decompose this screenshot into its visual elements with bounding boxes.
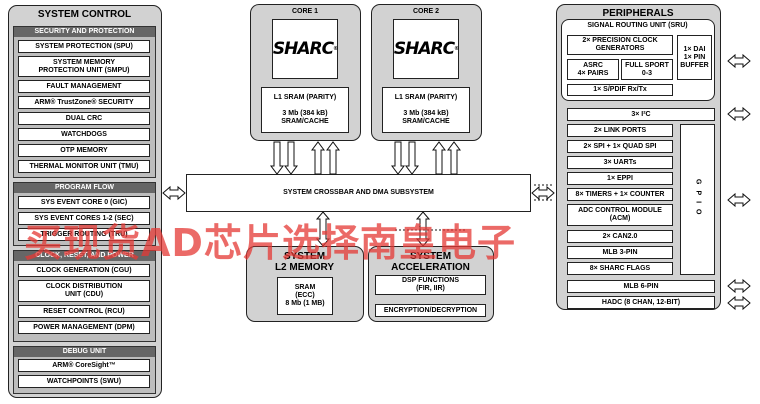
program-flow-header: PROGRAM FLOW — [14, 183, 155, 193]
core1-l1-sram: L1 SRAM (PARITY) 3 Mb (384 kB) SRAM/CACH… — [261, 87, 349, 133]
dsp-functions-box: DSP FUNCTIONS (FIR, IIR) — [375, 275, 486, 295]
l2-memory-title: SYSTEM L2 MEMORY — [274, 251, 335, 273]
encryption-box: ENCRYPTION/DECRYPTION — [375, 304, 486, 317]
spdif-box: 1× S/PDIF Rx/Tx — [567, 84, 673, 96]
fault-management-box: FAULT MANAGEMENT — [18, 80, 150, 93]
mlb6-box: MLB 6-PIN — [567, 280, 715, 293]
cgu-box: CLOCK GENERATION (CGU) — [18, 264, 150, 277]
asrc-box: ASRC 4× PAIRS — [567, 59, 619, 80]
mlb3-box: MLB 3-PIN — [567, 246, 673, 259]
core2-title: CORE 2 — [412, 8, 440, 15]
gpio-box: GPIO — [680, 124, 715, 275]
core2-l1-sram: L1 SRAM (PARITY) 3 Mb (384 kB) SRAM/CACH… — [382, 87, 470, 133]
pin-arrow-hadc — [727, 296, 751, 310]
system-acceleration-title: SYSTEM ACCELERATION — [391, 251, 470, 273]
gic-box: SYS EVENT CORE 0 (GIC) — [18, 196, 150, 209]
syscontrol-arrow — [162, 186, 186, 200]
cdu-box: CLOCK DISTRIBUTION UNIT (CDU) — [18, 280, 150, 302]
core2-panel: CORE 2 SHARC® L1 SRAM (PARITY) 3 Mb (384… — [371, 4, 482, 141]
otp-memory-box: OTP MEMORY — [18, 144, 150, 157]
spi-box: 2× SPI + 1× QUAD SPI — [567, 140, 673, 153]
hadc-box: HADC (8 CHAN, 12-BIT) — [567, 296, 715, 309]
core2-arrow-1 — [391, 141, 405, 175]
coresight-box: ARM® CoreSight™ — [18, 359, 150, 372]
trustzone-box: ARM® TrustZone® SECURITY — [18, 96, 150, 109]
crossbar-box: SYSTEM CROSSBAR AND DMA SUBSYSTEM — [186, 174, 531, 212]
peripherals-arrow — [531, 186, 555, 200]
clock-header: CLOCK, RESET, AND POWER — [14, 251, 155, 261]
uarts-box: 3× UARTs — [567, 156, 673, 169]
core2-arrow-2 — [405, 141, 419, 175]
timers-box: 8× TIMERS + 1× COUNTER — [567, 188, 673, 201]
i2c-box: 3× I²C — [567, 108, 715, 121]
sec-box: SYS EVENT CORES 1-2 (SEC) — [18, 212, 150, 225]
gpio-label: GPIO — [694, 178, 702, 221]
core2-arrow-4 — [447, 141, 461, 175]
system-control-title: SYSTEM CONTROL — [37, 9, 132, 20]
peripherals-title: PERIPHERALS — [602, 8, 674, 19]
tmu-box: THERMAL MONITOR UNIT (TMU) — [18, 160, 150, 173]
sharc-flags-box: 8× SHARC FLAGS — [567, 262, 673, 275]
full-sport-box: FULL SPORT 0-3 — [621, 59, 673, 80]
pcg-box: 2× PRECISION CLOCK GENERATORS — [567, 35, 673, 55]
sru-title: SIGNAL ROUTING UNIT (SRU) — [587, 22, 688, 29]
watchdogs-box: WATCHDOGS — [18, 128, 150, 141]
core1-sharc-logo: SHARC® — [272, 19, 338, 79]
acm-box: ADC CONTROL MODULE (ACM) — [567, 204, 673, 226]
tru-box: TRIGGER ROUTING (TRU) — [18, 228, 150, 241]
core2-sharc-logo: SHARC® — [393, 19, 459, 79]
link-ports-box: 2× LINK PORTS — [567, 124, 673, 137]
security-header: SECURITY AND PROTECTION — [14, 27, 155, 37]
rcu-box: RESET CONTROL (RCU) — [18, 305, 150, 318]
pin-arrow-mlb6 — [727, 279, 751, 293]
pin-arrow-i2c — [727, 107, 751, 121]
core1-arrow-1 — [270, 141, 284, 175]
spu-box: SYSTEM PROTECTION (SPU) — [18, 40, 150, 53]
smpu-box: SYSTEM MEMORY PROTECTION UNIT (SMPU) — [18, 56, 150, 77]
dai-box: 1× DAI 1× PIN BUFFER — [677, 35, 712, 80]
core1-arrow-2 — [284, 141, 298, 175]
dual-crc-box: DUAL CRC — [18, 112, 150, 125]
core1-panel: CORE 1 SHARC® L1 SRAM (PARITY) 3 Mb (384… — [250, 4, 361, 141]
pin-arrow-sru — [727, 54, 751, 68]
core1-arrow-3 — [311, 141, 325, 175]
debug-header: DEBUG UNIT — [14, 347, 155, 357]
pin-arrow-gpio — [727, 193, 751, 207]
dpm-box: POWER MANAGEMENT (DPM) — [18, 321, 150, 334]
system-acceleration-panel: SYSTEM ACCELERATION DSP FUNCTIONS (FIR, … — [368, 246, 494, 322]
core1-title: CORE 1 — [291, 8, 319, 15]
l2-memory-panel: SYSTEM L2 MEMORY SRAM (ECC) 8 Mb (1 MB) — [246, 246, 364, 322]
can-box: 2× CAN2.0 — [567, 230, 673, 243]
l2-sram-box: SRAM (ECC) 8 Mb (1 MB) — [277, 277, 333, 315]
swu-box: WATCHPOINTS (SWU) — [18, 375, 150, 388]
core1-arrow-4 — [326, 141, 340, 175]
core2-arrow-3 — [432, 141, 446, 175]
watermark-text: 买现货AD芯片选择南皇电子 — [24, 221, 516, 265]
eppi-box: 1× EPPI — [567, 172, 673, 185]
